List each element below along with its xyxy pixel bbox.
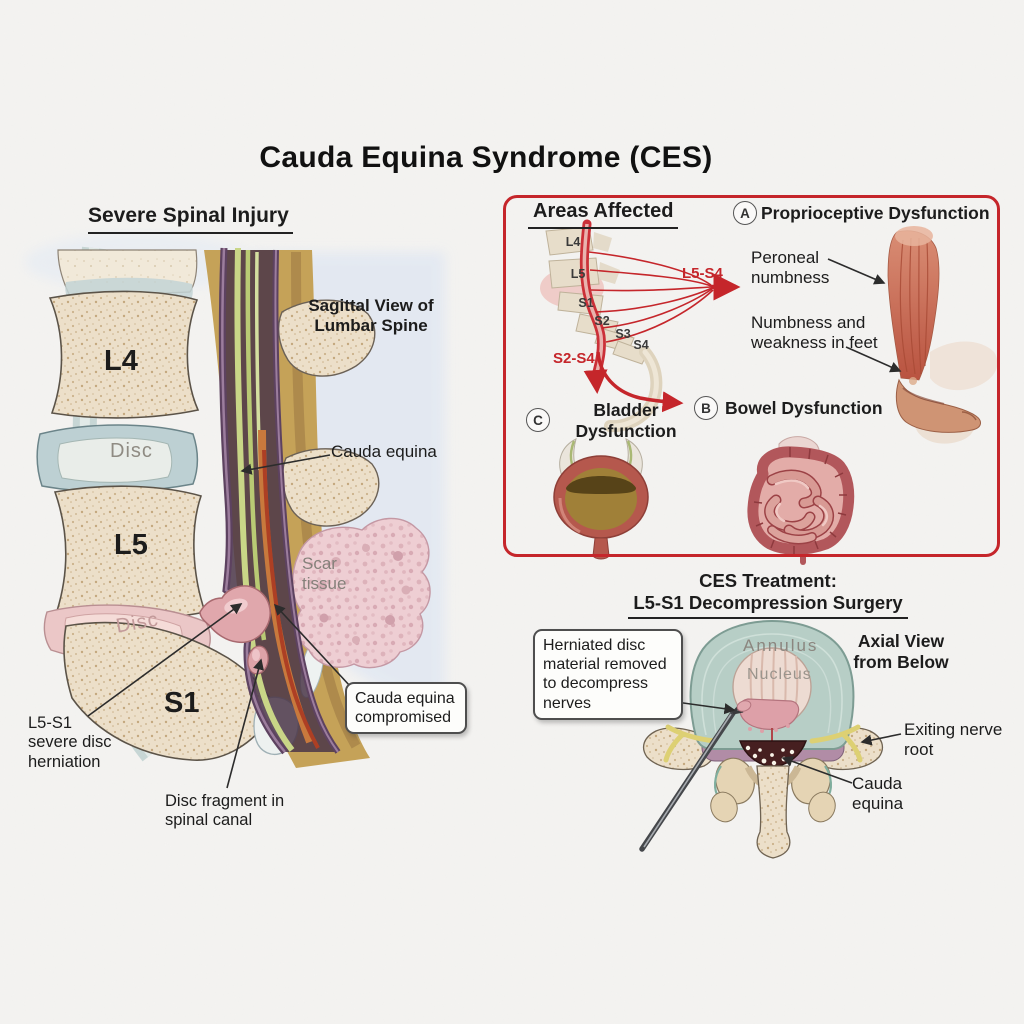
level-l4-label: L4	[565, 235, 581, 249]
arrow-cauda-equina-axial	[781, 756, 853, 784]
herniation-label: L5-S1 severe disc herniation	[28, 714, 112, 771]
range-l5s4-label: L5-S4	[682, 265, 723, 282]
axial-view-illustration	[639, 619, 884, 859]
annulus-label: Annulus	[743, 636, 819, 655]
leg-illustration	[887, 226, 998, 444]
arrow-herniated-material	[675, 701, 736, 715]
bowel-illustration	[747, 436, 855, 565]
arrow-to-bowel	[596, 351, 684, 413]
sagittal-spine-illustration	[25, 234, 445, 768]
compromised-callout: Cauda equina compromised	[345, 682, 467, 735]
bowel-label: Bowel Dysfunction	[725, 398, 883, 418]
level-l5-label: L5	[570, 267, 586, 281]
disc-upper-label: Disc	[110, 440, 153, 462]
sagittal-view-label: Sagittal View of Lumbar Spine	[308, 296, 434, 336]
vertebra-s1-label: S1	[164, 687, 200, 719]
proprioceptive-label: Proprioceptive Dysfunction	[761, 203, 990, 223]
vertebra-l5-label: L5	[114, 529, 148, 561]
feet-label: Numbness and weakness in feet	[751, 313, 878, 353]
arrow-exiting-nerve	[860, 733, 902, 746]
level-s3-label: S3	[615, 327, 631, 341]
herniated-material-callout: Herniated disc material removed to decom…	[533, 629, 683, 720]
level-s1-label: S1	[578, 296, 594, 310]
cauda-equina-label: Cauda equina	[331, 442, 437, 461]
exiting-nerve-label: Exiting nerve root	[904, 720, 1003, 760]
nerve-fan	[588, 251, 714, 343]
level-s2-label: S2	[594, 314, 610, 328]
cauda-equina-nerves	[234, 247, 295, 752]
level-s4-label: S4	[633, 338, 649, 352]
nerve-roots	[663, 724, 863, 763]
range-s2s4-label: S2-S4	[553, 350, 595, 367]
arrow-to-bladder	[583, 369, 608, 394]
arrow-compromised	[273, 603, 351, 687]
arrow-peroneal	[827, 258, 886, 285]
treatment-heading: CES Treatment: L5-S1 Decompression Surge…	[614, 570, 922, 619]
vertebra-l4-label: L4	[104, 345, 138, 377]
circle-letter-c: C	[526, 408, 550, 432]
page-title: Cauda Equina Syndrome (CES)	[259, 141, 713, 174]
areas-affected-heading: Areas Affected	[528, 200, 679, 229]
cauda-equina-axial-label: Cauda equina	[852, 774, 904, 814]
arrow-herniation	[87, 603, 243, 717]
bladder-illustration	[553, 438, 649, 560]
treatment-heading-line2: L5-S1 Decompression Surgery	[628, 592, 908, 619]
bladder-label: Bladder Dysfunction	[575, 400, 677, 441]
fragment-label: Disc fragment in spinal canal	[165, 792, 285, 830]
circle-letter-b: B	[694, 396, 718, 420]
arrow-feet	[845, 346, 902, 373]
circle-letter-a: A	[733, 201, 757, 225]
areas-spine-illustration	[540, 219, 741, 433]
scar-tissue-label: Scar tissue	[302, 554, 347, 594]
nucleus-label: Nucleus	[747, 666, 812, 683]
pointer-arrows	[87, 258, 902, 789]
severe-injury-heading: Severe Spinal Injury	[88, 204, 293, 234]
treatment-heading-line1: CES Treatment:	[699, 570, 837, 591]
axial-view-label: Axial View from Below	[853, 631, 949, 672]
arrow-cauda-equina	[240, 454, 331, 475]
peroneal-label: Peroneal numbness	[751, 248, 830, 288]
arrow-fragment	[226, 658, 264, 789]
